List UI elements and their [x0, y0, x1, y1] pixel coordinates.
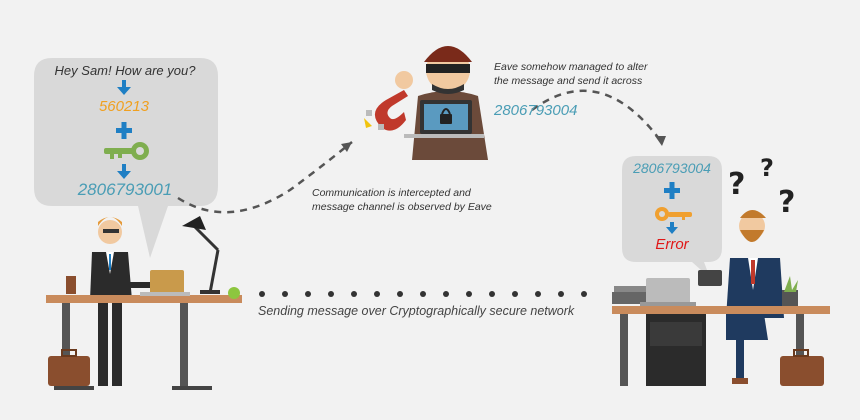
eavesdropper-figure [364, 46, 488, 160]
sender-greeting: Hey Sam! How are you? [54, 63, 196, 78]
question-mark-icon: ? [760, 154, 774, 182]
error-result: Error [655, 236, 689, 253]
intercept-path [177, 141, 353, 214]
key-icon [655, 207, 692, 221]
network-dotted-line [259, 291, 587, 297]
question-mark-icon: ? [778, 185, 795, 220]
altered-message-path [531, 89, 661, 141]
plus-icon [664, 182, 680, 199]
down-arrow-icon [117, 164, 131, 179]
sender-speech-bubble [34, 58, 218, 258]
intercept-caption: Communication is intercepted and message… [312, 187, 492, 213]
sender-desk [46, 216, 242, 390]
down-arrow-icon [117, 80, 131, 95]
receiver-person [698, 210, 784, 384]
key-icon [104, 142, 149, 160]
receiver-desk [612, 276, 830, 386]
eavesdropper-caption: Eave somehow managed to alter the messag… [494, 61, 648, 87]
down-arrow-icon [666, 222, 678, 234]
plus-icon [116, 122, 132, 139]
arrow-head-icon [655, 136, 666, 146]
arrow-head-icon [341, 142, 352, 152]
message-number: 560213 [98, 98, 150, 115]
question-mark-icon: ? [728, 167, 745, 202]
altered-number: 2806793004 [494, 102, 578, 119]
network-caption: Sending message over Cryptographically s… [258, 304, 575, 318]
network-start-dot [228, 287, 240, 299]
encrypted-number: 2806793001 [77, 180, 173, 199]
received-number: 2806793004 [633, 160, 711, 176]
sender-person [90, 217, 152, 386]
